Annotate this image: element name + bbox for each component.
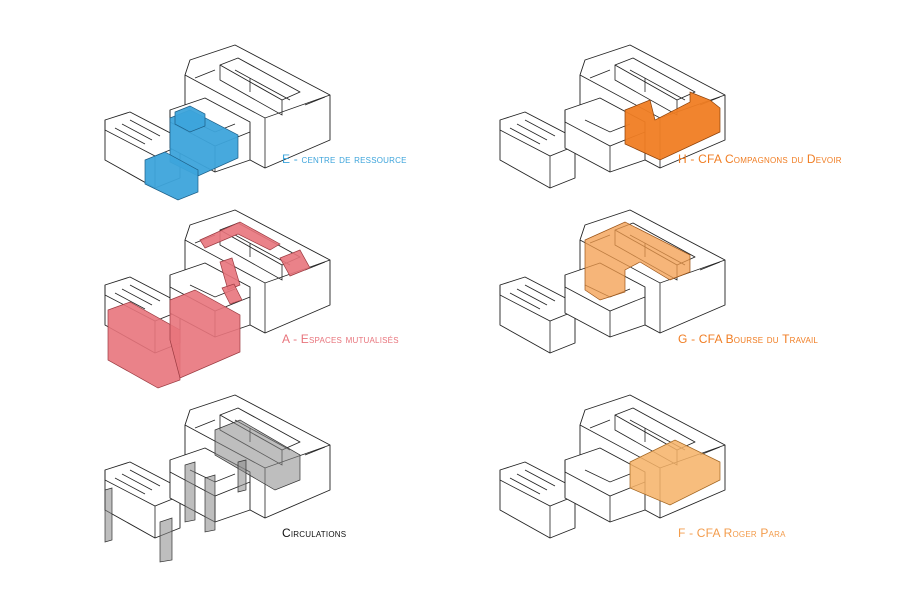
label-h: H - CFA Compagnons du Devoir: [678, 152, 842, 166]
diagram-h: [499, 44, 726, 189]
highlight-h: [624, 91, 721, 161]
diagram-circulations: [104, 394, 331, 563]
diagram-g: [499, 209, 726, 354]
label-g: G - CFA Bourse du Travail: [678, 332, 819, 346]
label-f: F - CFA Roger Para: [678, 526, 786, 540]
highlight-a: [107, 221, 311, 389]
highlight-f: [629, 439, 721, 506]
diagram-e: [104, 44, 331, 201]
label-e: E - centre de ressource: [282, 152, 407, 166]
highlight-g: [584, 221, 691, 301]
diagram-a: [104, 209, 331, 389]
label-a: A - Espaces mutualisés: [282, 332, 399, 346]
highlight-circulations: [104, 419, 301, 563]
highlight-e: [144, 105, 239, 201]
diagram-f: [499, 394, 726, 539]
label-circulations: Circulations: [282, 526, 347, 540]
